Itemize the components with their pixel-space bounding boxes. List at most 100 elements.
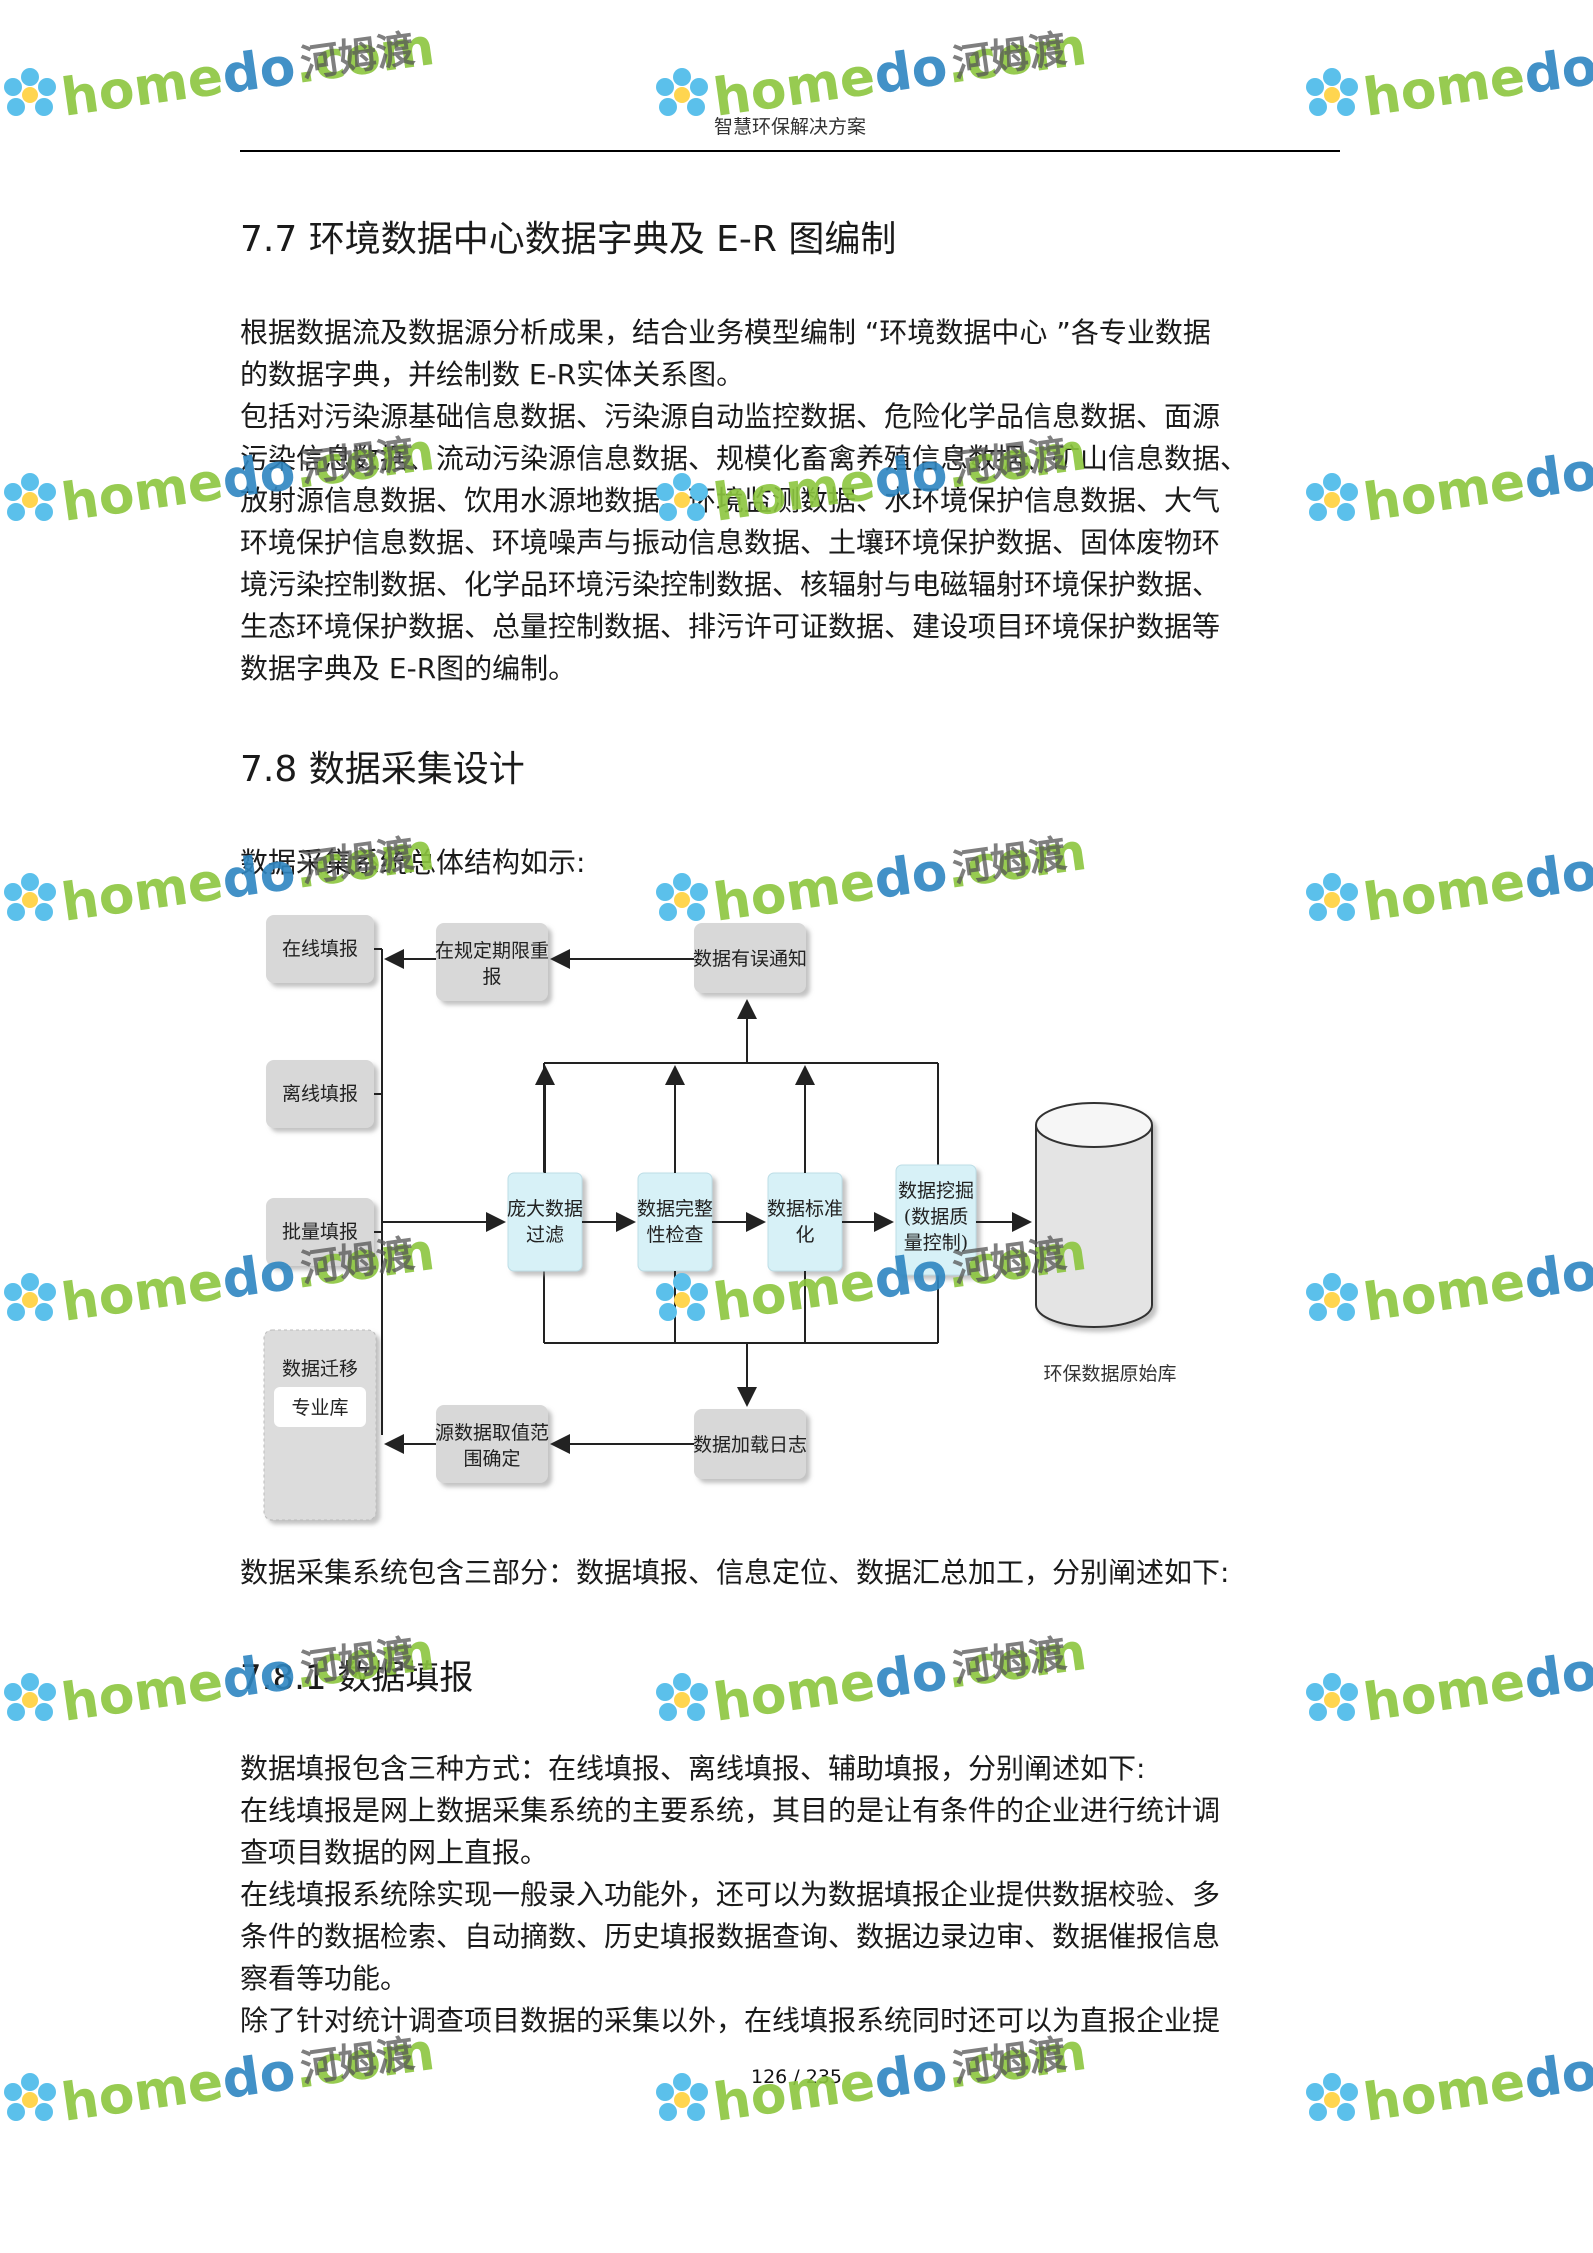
text-line: 在线填报系统除实现一般录入功能外，还可以为数据填报企业提供数据校验、多 <box>240 1878 1221 1911</box>
text-line: 生态环境保护数据、总量控制数据、排污许可证数据、建设项目环境保护数据等 <box>240 610 1221 643</box>
text-line: 数据填报包含三种方式：在线填报、离线填报、辅助填报，分别阐述如下: <box>240 1752 1146 1785</box>
paragraph-7-8-intro: 数据采集系统总体结构如示: <box>240 842 1330 884</box>
watermark-text: home <box>57 46 227 129</box>
watermark-text: home <box>57 451 227 534</box>
paragraph-7-8-1-1: 数据填报包含三种方式：在线填报、离线填报、辅助填报，分别阐述如下: 在线填报是网… <box>240 1748 1330 1874</box>
paragraph-7-8-1-3: 除了针对统计调查项目数据的采集以外，在线填报系统同时还可以为直报企业提 <box>240 2000 1330 2042</box>
watermark-text: do <box>870 36 952 107</box>
range-box: 源数据取值范 围确定 <box>435 1405 549 1483</box>
migration-box: 数据迁移 专业库 <box>263 1329 377 1521</box>
watermark-text: 河姆渡 <box>949 1631 1070 1691</box>
batch-box: 批量填报 <box>266 1198 374 1266</box>
text-line: 根据数据流及数据源分析成果，结合业务模型编制 “环境数据中心 ”各专业数据 <box>240 316 1211 349</box>
text-line: 条件的数据检索、自动摘数、历史填报数据查询、数据边录边审、数据催报信息 <box>240 1920 1221 1953</box>
text-line: 污染信息数据、流动污染源信息数据、规模化畜禽养殖信息数据、矿山信息数据、 <box>240 442 1249 475</box>
watermark-text: do <box>1520 841 1593 912</box>
mining-label: 数据挖掘 <box>898 1180 974 1202</box>
big-filter-label: 庞大数据 <box>507 1198 583 1220</box>
text-line: 环境保护信息数据、环境噪声与振动信息数据、土壤环境保护数据、固体废物环 <box>240 526 1221 559</box>
flower-logo-icon <box>656 1673 708 1721</box>
watermark-text: home <box>1359 2051 1529 2134</box>
text-line: 包括对污染源基础信息数据、污染源自动监控数据、危险化学品信息数据、面源 <box>240 400 1221 433</box>
text-line: 数据采集系统总体结构如示: <box>240 846 586 879</box>
migration-label: 数据迁移 <box>282 1358 358 1380</box>
flower-logo-icon <box>1306 1273 1358 1321</box>
watermark-text: home <box>1359 451 1529 534</box>
mining-label: 量控制) <box>904 1232 968 1254</box>
watermark-text: do <box>218 36 300 107</box>
standardize-label: 数据标准 <box>767 1198 843 1220</box>
text-line: 数据字典及 E-R图的编制。 <box>240 652 577 685</box>
text-line: 放射源信息数据、饮用水源地数据、环境监测数据、水环境保护信息数据、大气 <box>240 484 1221 517</box>
watermark-text: .com <box>290 17 439 96</box>
watermark-text: home <box>1359 851 1529 934</box>
standardize-box: 数据标准 化 <box>767 1172 843 1272</box>
offline-label: 离线填报 <box>282 1083 358 1105</box>
watermark-text: home <box>709 2051 879 2134</box>
data-collection-diagram: 在线填报 离线填报 批量填报 数据迁移 专业库 <box>250 895 1200 1535</box>
paragraph-7-8-summary: 数据采集系统包含三部分：数据填报、信息定位、数据汇总加工，分别阐述如下: <box>240 1552 1330 1594</box>
offline-box: 离线填报 <box>266 1060 374 1128</box>
text-line: 查项目数据的网上直报。 <box>240 1836 549 1869</box>
resubmit-label: 在规定期限重 <box>435 940 549 962</box>
watermark-text: home <box>1359 46 1529 129</box>
watermark-text: home <box>709 1651 879 1734</box>
mining-box: 数据挖掘 (数据质 量控制) <box>895 1164 977 1276</box>
range-label: 源数据取值范 <box>435 1422 549 1444</box>
resubmit-label: 报 <box>482 966 501 988</box>
watermark-text: .com <box>942 1622 1091 1701</box>
integrity-box: 数据完整 性检查 <box>637 1172 713 1272</box>
heading-7-7: 7.7 环境数据中心数据字典及 E-R 图编制 <box>240 219 897 260</box>
heading-7-8: 7.8 数据采集设计 <box>240 749 525 790</box>
standardize-label: 化 <box>795 1224 814 1246</box>
integrity-label: 性检查 <box>646 1224 703 1246</box>
database-label: 环保数据原始库 <box>1043 1363 1176 1385</box>
batch-label: 批量填报 <box>282 1221 358 1243</box>
online-box: 在线填报 <box>266 915 374 983</box>
big-filter-box: 庞大数据 过滤 <box>507 1172 583 1272</box>
watermark-text: home <box>57 1251 227 1334</box>
mining-label: (数据质 <box>904 1206 968 1228</box>
flower-logo-icon <box>4 1673 56 1721</box>
load-log-box: 数据加载日志 <box>693 1409 807 1479</box>
page-number: 126 / 235 <box>750 2066 842 2088</box>
text-line: 境污染控制数据、化学品环境污染控制数据、核辐射与电磁辐射环境保护数据、 <box>240 568 1221 601</box>
watermark-text: do <box>870 1641 952 1712</box>
paragraph-7-8-1-2: 在线填报系统除实现一般录入功能外，还可以为数据填报企业提供数据校验、多 条件的数… <box>240 1874 1330 2000</box>
running-header: 智慧环保解决方案 <box>240 112 1340 152</box>
flower-logo-icon <box>4 473 56 521</box>
watermark-text: 河姆渡 <box>297 26 418 86</box>
paragraph-7-7-1: 根据数据流及数据源分析成果，结合业务模型编制 “环境数据中心 ”各专业数据 的数… <box>240 312 1330 396</box>
online-label: 在线填报 <box>282 938 358 960</box>
load-log-label: 数据加载日志 <box>693 1434 807 1456</box>
database-cylinder-icon <box>1035 1102 1153 1328</box>
heading-7-8-1: 7.8.1 数据填报 <box>240 1658 474 1698</box>
watermark-text: home <box>57 2051 227 2134</box>
watermark-text: do <box>1520 1641 1593 1712</box>
watermark-text: home <box>1359 1251 1529 1334</box>
text-line: 数据采集系统包含三部分：数据填报、信息定位、数据汇总加工，分别阐述如下: <box>240 1556 1230 1589</box>
integrity-label: 数据完整 <box>637 1198 713 1220</box>
text-line: 察看等功能。 <box>240 1962 409 1995</box>
watermark-text: 河姆渡 <box>949 26 1070 86</box>
error-notice-label: 数据有误通知 <box>693 948 807 970</box>
paragraph-7-7-2: 包括对污染源基础信息数据、污染源自动监控数据、危险化学品信息数据、面源 污染信息… <box>240 396 1330 690</box>
error-notice-box: 数据有误通知 <box>693 923 807 993</box>
text-line: 在线填报是网上数据采集系统的主要系统，其目的是让有条件的企业进行统计调 <box>240 1794 1221 1827</box>
header-title: 智慧环保解决方案 <box>713 116 866 138</box>
resubmit-box: 在规定期限重 报 <box>435 923 549 1001</box>
watermark-text: home <box>57 1651 227 1734</box>
watermark-text: home <box>57 851 227 934</box>
watermark-text: home <box>1359 1651 1529 1734</box>
flower-logo-icon <box>4 873 56 921</box>
text-line: 的数据字典，并绘制数 E-R实体关系图。 <box>240 358 745 391</box>
flower-logo-icon <box>1306 1673 1358 1721</box>
flower-logo-icon <box>4 68 56 116</box>
watermark-text: do <box>1520 36 1593 107</box>
range-label: 围确定 <box>463 1448 520 1470</box>
diagram-svg: 在线填报 离线填报 批量填报 数据迁移 专业库 <box>263 915 1177 1521</box>
watermark-text: do <box>1520 441 1593 512</box>
watermark-text: do <box>1520 1241 1593 1312</box>
special-db-label: 专业库 <box>291 1397 348 1419</box>
